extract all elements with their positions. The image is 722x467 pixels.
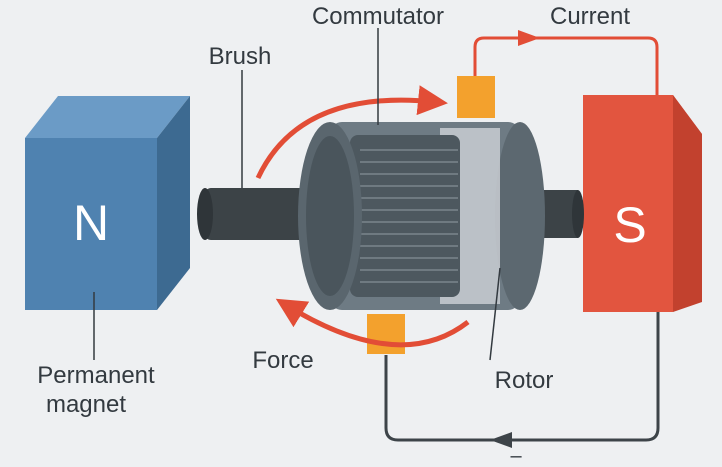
return-arrow-icon	[490, 432, 512, 448]
rotor	[298, 122, 545, 310]
force-arrow-icon	[275, 298, 470, 348]
current-wire	[473, 30, 659, 95]
south-magnet: S	[583, 95, 702, 312]
top-brush	[457, 76, 495, 118]
current-arrow-icon	[518, 30, 540, 46]
commutator-label: Commutator	[312, 3, 444, 30]
north-magnet: N	[25, 96, 190, 310]
north-magnet-face	[25, 138, 157, 310]
south-pole-letter: S	[613, 197, 646, 253]
south-magnet-face	[583, 95, 673, 312]
leader-lines	[93, 28, 501, 361]
brush-label: Brush	[209, 43, 272, 70]
north-pole-letter: N	[73, 195, 109, 251]
rotor-label: Rotor	[495, 367, 554, 394]
current-label: Current	[550, 3, 630, 30]
return-wire	[384, 312, 660, 448]
permanent-magnet-label-line2: magnet	[46, 391, 126, 418]
minus-sign-label: –	[510, 445, 522, 467]
permanent-magnet-label-line1: Permanent	[37, 362, 155, 389]
south-magnet-side	[673, 95, 702, 312]
north-magnet-side	[157, 96, 190, 310]
rotation-arrow-top-icon	[255, 85, 448, 180]
bottom-brush	[367, 314, 405, 354]
armature-windings	[360, 149, 458, 283]
force-label: Force	[252, 347, 313, 374]
north-magnet-top	[25, 96, 190, 138]
